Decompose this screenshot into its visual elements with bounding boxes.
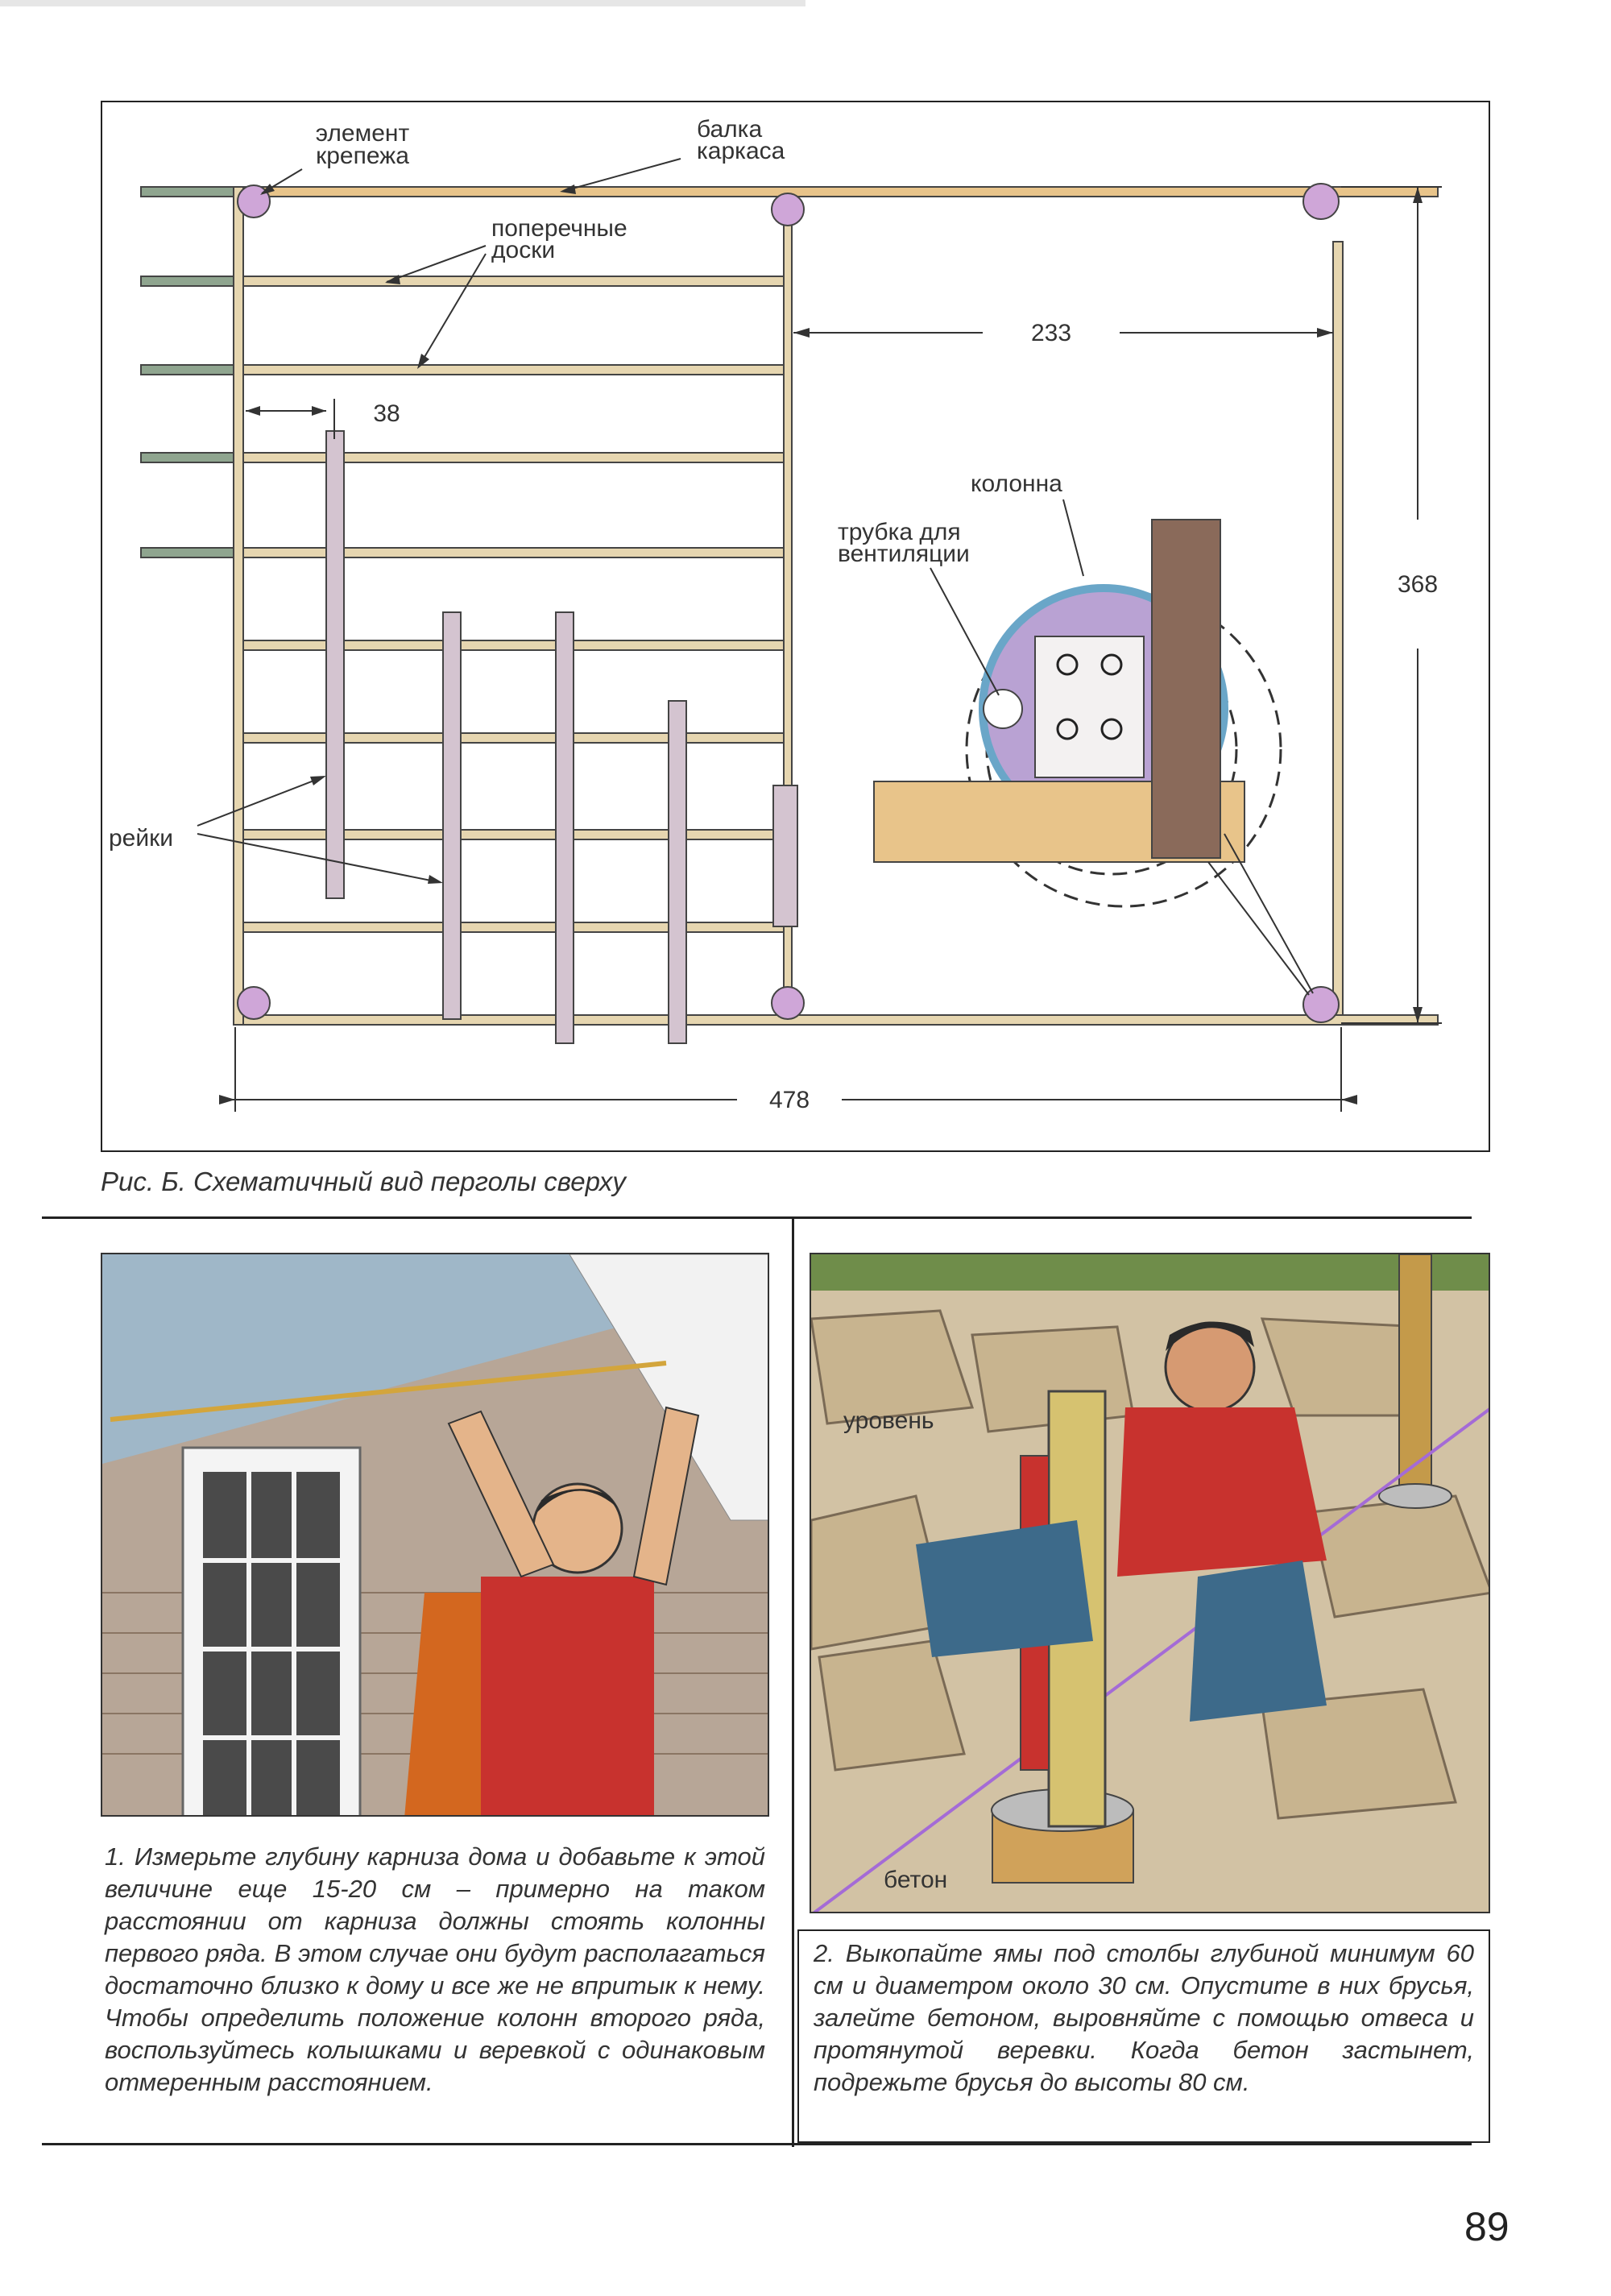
cross-boards (242, 276, 785, 933)
dimension-478: 478 (769, 1087, 810, 1113)
right-frame-beam (1332, 241, 1344, 1016)
section-divider-top (42, 1216, 1472, 1219)
label-level: уровень (843, 1407, 934, 1434)
step1-illustration (101, 1253, 769, 1817)
column-pads (237, 183, 1340, 1023)
rafters (140, 186, 234, 558)
step1-text: 1. Измерьте глубину карниза дома и добав… (105, 1842, 765, 2096)
pergola-plan-diagram: 38 233 368 478 элемент крепежа балка кар… (109, 116, 1442, 1113)
dimension-38: 38 (373, 400, 400, 427)
label-frame-beam-line1: балка (697, 116, 762, 143)
label-fastener-line2: крепежа (316, 143, 409, 169)
figure-caption: Рис. Б. Схематичный вид перголы сверху (101, 1167, 626, 1196)
label-concrete: бетон (884, 1867, 948, 1893)
step2-text: 2. Выкопайте ямы под столбы глубиной мин… (814, 1939, 1474, 2096)
label-fastener-line1: элемент (316, 120, 410, 147)
dimension-368: 368 (1398, 571, 1438, 598)
label-cross-boards-line1: поперечные (491, 215, 627, 242)
label-vent-pipe-line2: вентиляции (838, 541, 970, 567)
label-frame-beam-line2: каркаса (697, 138, 785, 164)
dimension-233: 233 (1031, 320, 1071, 346)
slats (325, 430, 798, 1044)
label-slats: рейки (109, 825, 173, 852)
label-cross-boards-line2: доски (491, 237, 555, 263)
bottom-frame-beam (237, 1014, 1439, 1026)
column-detail (873, 519, 1282, 908)
label-column: колонна (971, 470, 1062, 497)
section-divider-bottom (42, 2143, 1472, 2145)
top-rule (0, 0, 806, 6)
figure-frame (101, 101, 1490, 1152)
page-number: 89 (1464, 2204, 1510, 2249)
column-divider (792, 1216, 794, 2147)
step2-illustration: уровень бетон (810, 1253, 1490, 1913)
step2-text-box: 2. Выкопайте ямы под столбы глубиной мин… (797, 1929, 1490, 2143)
top-frame-beam (237, 186, 1439, 197)
label-vent-pipe-line1: трубка для (838, 519, 961, 545)
left-frame-beam (233, 186, 244, 1026)
